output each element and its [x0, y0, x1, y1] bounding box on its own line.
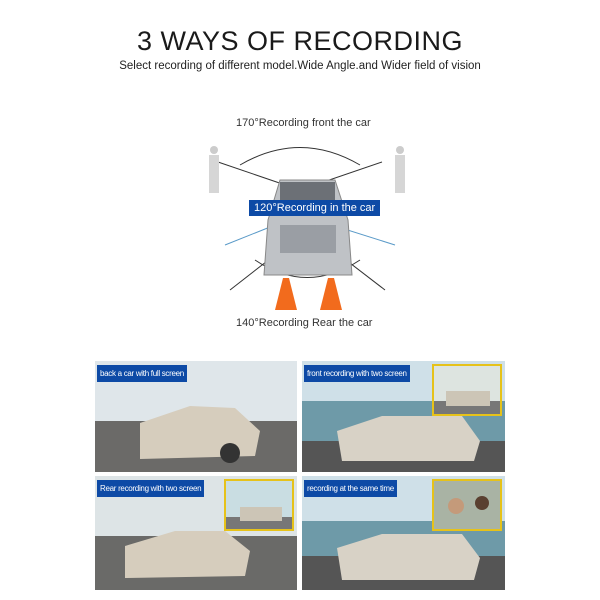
panel-front-two-screen: front recording with two screen: [302, 361, 505, 472]
rear-recording-label: 140°Recording Rear the car: [236, 317, 373, 329]
pedestrian-right: [395, 146, 405, 193]
inset-screen: [432, 364, 502, 416]
recording-angle-diagram: 170°Recording front the car 120°Recordin…: [180, 110, 420, 330]
panel-label: front recording with two screen: [304, 365, 410, 382]
inset-screen: [432, 479, 502, 531]
page-title: 3 WAYS OF RECORDING: [136, 26, 464, 56]
inside-recording-label: 120°Recording in the car: [249, 200, 381, 216]
front-recording-label: 170°Recording front the car: [236, 117, 371, 129]
page-subtitle: Select recording of different model.Wide…: [119, 60, 481, 72]
panel-label: recording at the same time: [304, 480, 397, 497]
panel-full-screen: back a car with full screen: [95, 361, 297, 472]
panel-rear-two-screen: Rear recording with two screen: [95, 476, 297, 590]
panel-same-time: recording at the same time: [302, 476, 505, 590]
pedestrian-left: [209, 146, 219, 193]
panel-label: Rear recording with two screen: [97, 480, 205, 497]
panel-label: back a car with full screen: [97, 365, 187, 382]
inset-screen: [224, 479, 294, 531]
car-diagram-illustration: [209, 146, 405, 310]
